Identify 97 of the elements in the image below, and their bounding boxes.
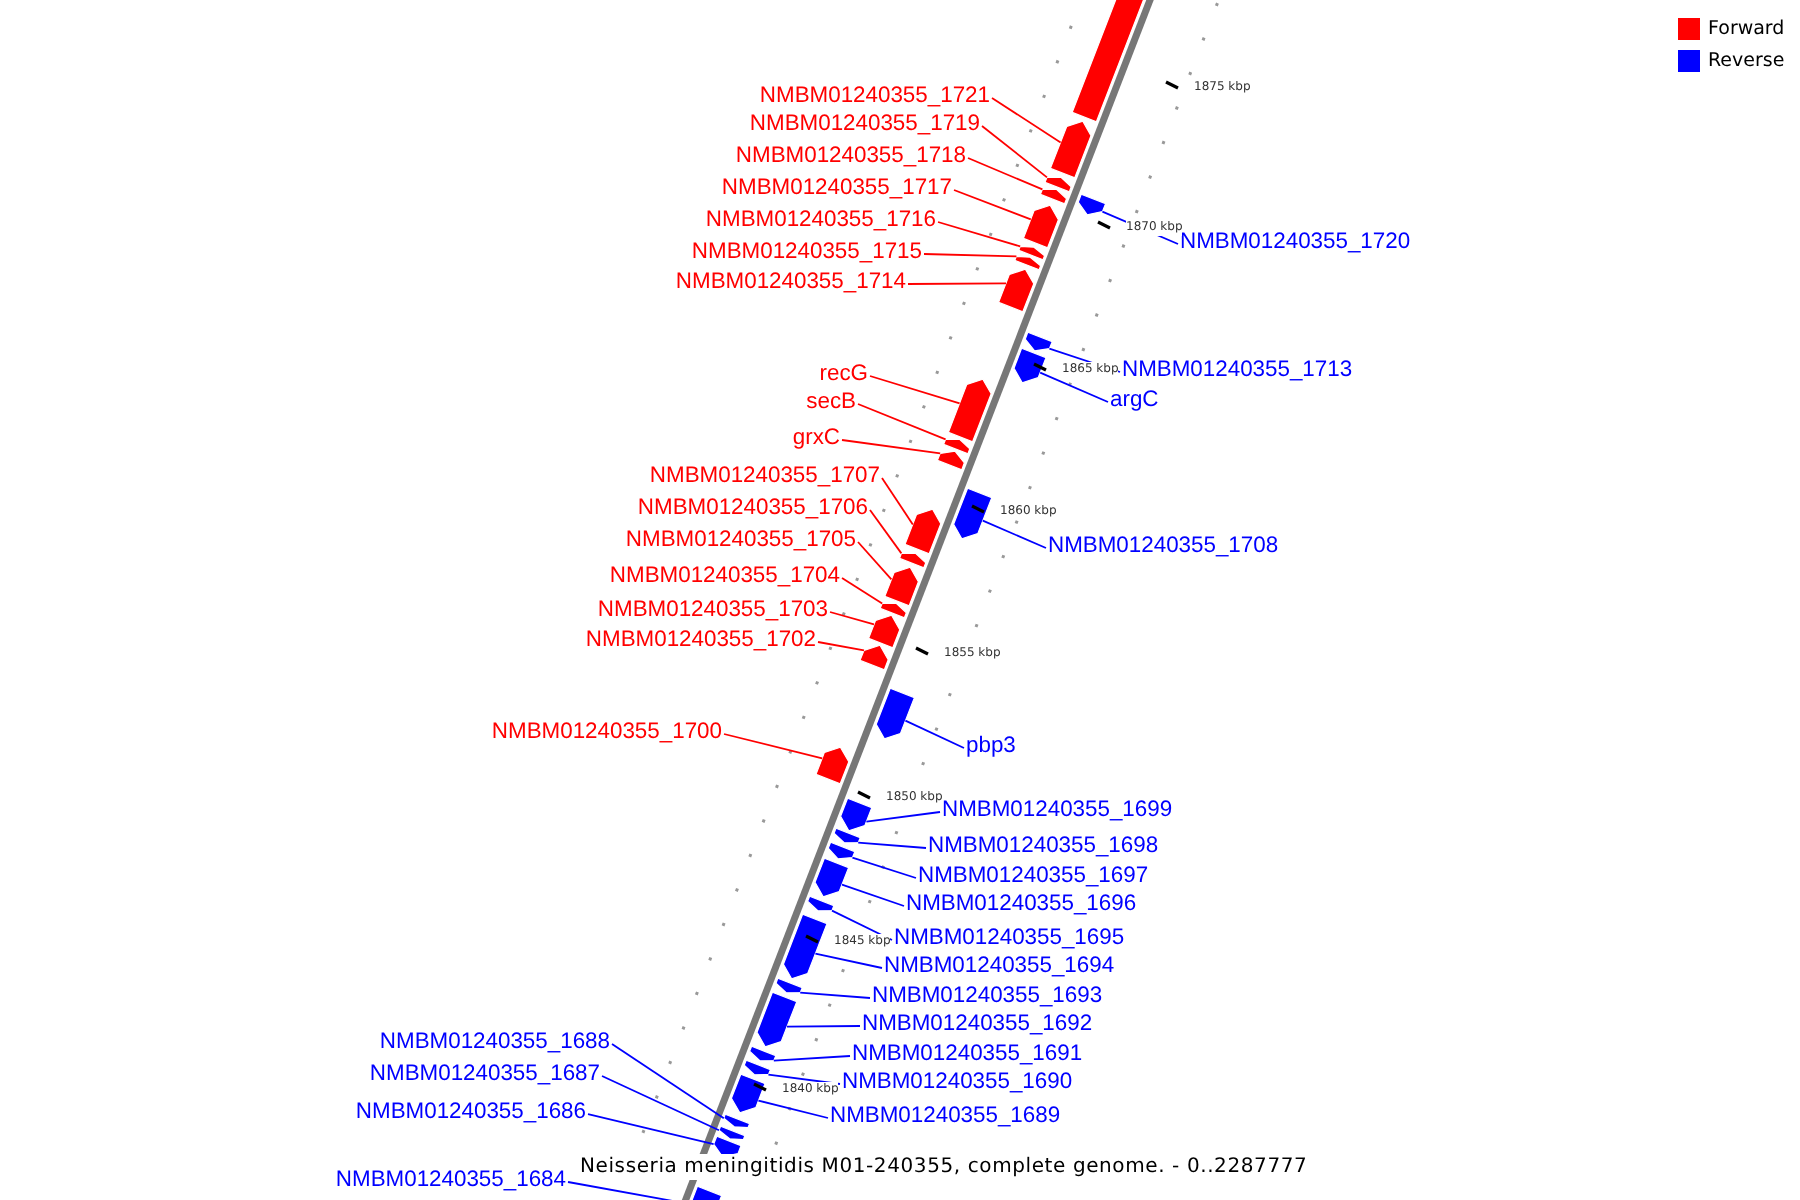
gene-block — [723, 1113, 751, 1129]
leader-line — [841, 577, 884, 605]
leader-line — [772, 1055, 851, 1062]
gene-label: NMBM01240355_1718 — [735, 142, 966, 170]
gene-label: NMBM01240355_1717 — [721, 174, 952, 202]
leader-line — [865, 811, 941, 823]
leader-line — [937, 221, 1022, 248]
leader-line — [814, 952, 883, 969]
gene-block — [879, 602, 908, 619]
gene-label: NMBM01240355_1692 — [862, 1010, 1093, 1038]
gene-block — [1018, 245, 1046, 261]
gene-block — [898, 552, 927, 569]
gene-label: NMBM01240355_1702 — [585, 626, 816, 654]
gene-label: NMBM01240355_1689 — [830, 1102, 1061, 1130]
leader-line — [829, 611, 875, 626]
leader-line — [857, 403, 947, 441]
gene-label: secB — [806, 388, 856, 416]
gene-block — [1024, 331, 1053, 352]
leader-line — [786, 1025, 861, 1028]
gene-label: NMBM01240355_1694 — [884, 952, 1115, 980]
gene-block — [942, 438, 971, 455]
leader-line — [841, 439, 942, 455]
gene-label: NMBM01240355_1720 — [1180, 228, 1411, 256]
leader-line — [757, 1099, 829, 1119]
gene-label: NMBM01240355_1698 — [928, 832, 1159, 860]
gene-label: NMBM01240355_1693 — [872, 982, 1103, 1010]
leader-line — [857, 541, 893, 581]
gene-label: NMBM01240355_1696 — [906, 890, 1137, 918]
gene-label: NMBM01240355_1714 — [675, 268, 906, 296]
gene-label: NMBM01240355_1697 — [918, 862, 1149, 890]
leader-line — [841, 883, 905, 907]
gene-label: NMBM01240355_1700 — [491, 718, 722, 746]
leader-line — [967, 157, 1044, 191]
legend-label: Reverse — [1708, 48, 1785, 74]
gene-block — [743, 1059, 772, 1076]
gene-label: NMBM01240355_1704 — [609, 562, 840, 590]
gene-block — [718, 1125, 746, 1141]
gene-label: NMBM01240355_1716 — [705, 206, 936, 234]
gene-block — [1077, 193, 1107, 216]
gene-block — [875, 687, 916, 740]
gene-label: NMBM01240355_1686 — [355, 1098, 586, 1126]
leader-line — [923, 253, 1018, 258]
gene-block — [686, 1185, 723, 1200]
gene-label: NMBM01240355_1688 — [379, 1028, 610, 1056]
gene-label: NMBM01240355_1705 — [625, 526, 856, 554]
gene-block — [748, 1045, 777, 1062]
gene-label: pbp3 — [966, 732, 1016, 760]
leader-line — [587, 1113, 715, 1146]
gene-label: recG — [819, 360, 868, 388]
gene-block — [859, 644, 889, 671]
leader-line — [857, 841, 927, 849]
gene-label: argC — [1110, 386, 1159, 414]
gene-label: NMBM01240355_1707 — [649, 462, 880, 490]
gene-block — [712, 1135, 742, 1158]
leader-line — [953, 189, 1032, 221]
gene-block — [1071, 0, 1149, 123]
legend-label: Forward — [1708, 16, 1785, 42]
gene-label: NMBM01240355_1708 — [1048, 532, 1279, 560]
leader-line — [851, 856, 917, 879]
gene-label: NMBM01240355_1703 — [597, 596, 828, 624]
gene-label: NMBM01240355_1690 — [842, 1068, 1073, 1096]
gene-label: NMBM01240355_1706 — [637, 494, 868, 522]
leader-line — [831, 909, 893, 941]
gene-label: NMBM01240355_1699 — [942, 796, 1173, 824]
leader-line — [991, 97, 1062, 144]
gene-label: NMBM01240355_1721 — [759, 82, 990, 110]
leader-line — [601, 1075, 720, 1132]
leader-line — [869, 509, 903, 555]
leader-line — [904, 719, 965, 749]
gene-block — [1014, 255, 1042, 271]
leader-line — [1039, 371, 1109, 403]
gene-block — [952, 487, 993, 540]
leader-line — [981, 125, 1048, 179]
leader-line — [611, 1043, 725, 1120]
gene-label: NMBM01240355_1684 — [335, 1166, 566, 1194]
leader-line — [869, 375, 961, 405]
gene-label: NMBM01240355_1715 — [691, 238, 922, 266]
gene-block — [782, 913, 828, 980]
leader-line — [723, 733, 824, 760]
gene-block — [806, 895, 835, 912]
leader-line — [799, 991, 871, 999]
gene-label: NMBM01240355_1691 — [852, 1040, 1083, 1068]
leader-line — [817, 641, 865, 652]
gene-label: NMBM01240355_1719 — [749, 110, 980, 138]
gene-block — [827, 841, 856, 860]
gene-label: NMBM01240355_1695 — [894, 924, 1125, 952]
leader-line — [881, 477, 914, 526]
gene-block — [833, 827, 861, 844]
gene-label: NMBM01240355_1687 — [369, 1060, 600, 1088]
gene-label: grxC — [792, 424, 840, 452]
gene-label: NMBM01240355_1713 — [1122, 356, 1353, 384]
leader-line — [767, 1073, 841, 1085]
leader-line — [907, 282, 1007, 285]
gene-block — [1039, 188, 1068, 205]
gene-block — [815, 746, 850, 785]
gene-block — [936, 450, 966, 471]
leader-line — [981, 519, 1047, 549]
